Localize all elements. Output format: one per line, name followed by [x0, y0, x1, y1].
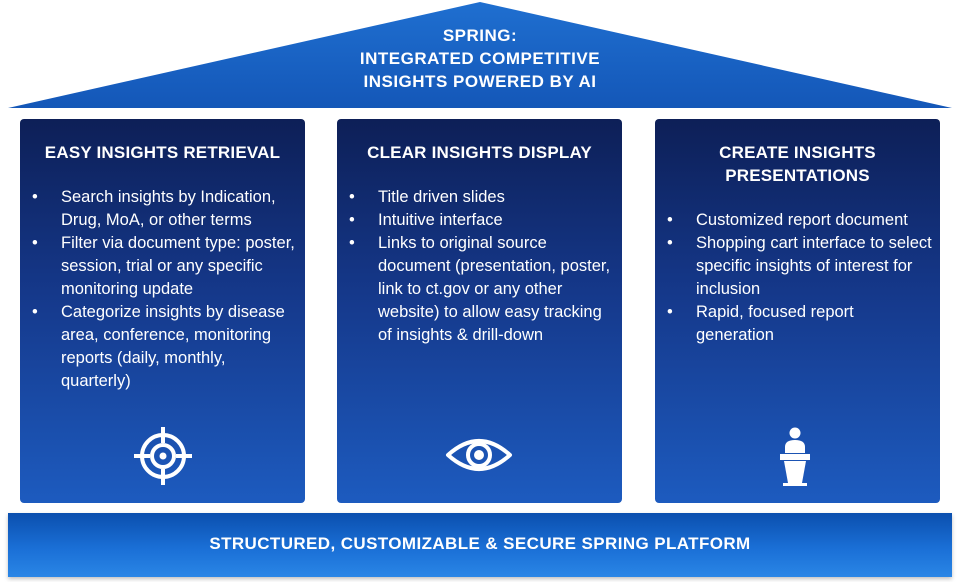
platform-base: STRUCTURED, CUSTOMIZABLE & SECURE SPRING… — [8, 513, 952, 577]
target-icon — [134, 427, 192, 485]
roof-title-line3: INSIGHTS POWERED BY AI — [363, 72, 597, 91]
platform-base-label: STRUCTURED, CUSTOMIZABLE & SECURE SPRING… — [209, 534, 751, 553]
pillar-title-line2: PRESENTATIONS — [725, 166, 870, 185]
pillar-create-insights-presentations: CREATE INSIGHTS PRESENTATIONS Customized… — [655, 119, 940, 503]
list-item: Customized report document — [667, 209, 932, 232]
pillar-title-line1: CREATE INSIGHTS — [719, 143, 876, 162]
pillar-title: EASY INSIGHTS RETRIEVAL — [44, 143, 281, 162]
pillar-title: CREATE INSIGHTS PRESENTATIONS — [655, 141, 940, 187]
pillar-bullet-list: Search insights by Indication, Drug, MoA… — [32, 186, 297, 393]
list-item: Search insights by Indication, Drug, MoA… — [32, 186, 297, 232]
list-item: Shopping cart interface to select specif… — [667, 232, 932, 301]
roof — [8, 2, 952, 108]
list-item: Intuitive interface — [349, 209, 614, 232]
list-item: Rapid, focused report generation — [667, 301, 932, 347]
pillar-easy-insights-retrieval: EASY INSIGHTS RETRIEVAL Search insights … — [20, 119, 305, 503]
pillar-title: CLEAR INSIGHTS DISPLAY — [367, 143, 592, 162]
pillar-bullet-list: Title driven slides Intuitive interface … — [349, 186, 614, 347]
list-item: Links to original source document (prese… — [349, 232, 614, 347]
list-item: Categorize insights by disease area, con… — [32, 301, 297, 393]
list-item: Title driven slides — [349, 186, 614, 209]
pillar-clear-insights-display: CLEAR INSIGHTS DISPLAY Title driven slid… — [337, 119, 622, 503]
eye-icon — [446, 439, 512, 471]
pillar-bullet-list: Customized report document Shopping cart… — [667, 209, 932, 347]
list-item: Filter via document type: poster, sessio… — [32, 232, 297, 301]
presenter-podium-icon — [780, 427, 810, 486]
roof-title-line1: SPRING: — [442, 26, 518, 45]
roof-title: SPRING: INTEGRATED COMPETITIVE INSIGHTS … — [300, 24, 660, 93]
roof-title-line2: INTEGRATED COMPETITIVE — [359, 49, 601, 68]
